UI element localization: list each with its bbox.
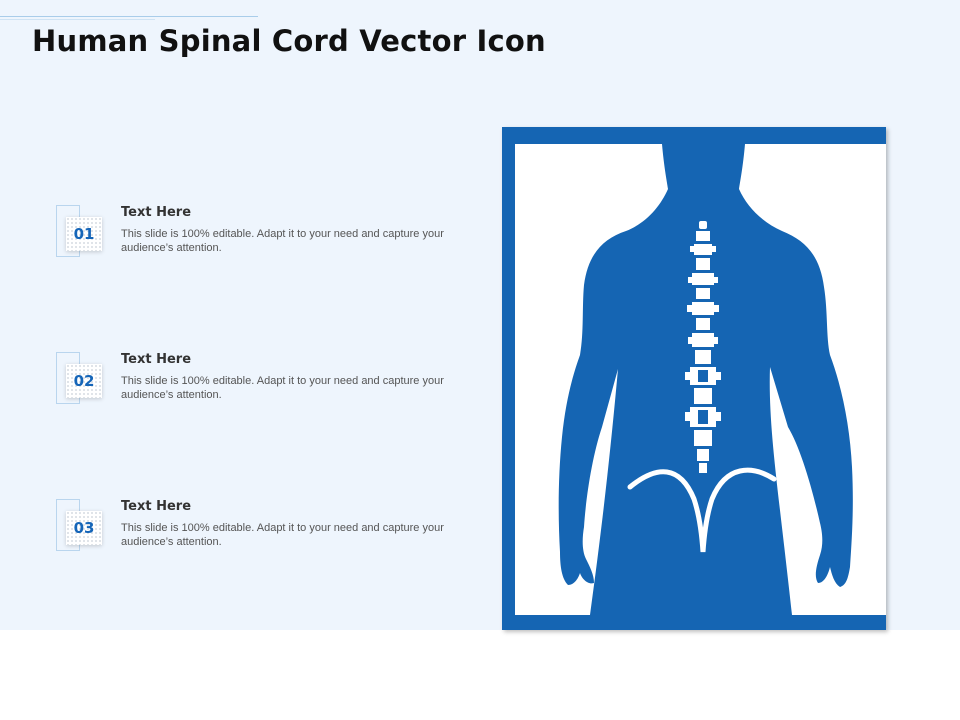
- number-badge: 03: [66, 511, 102, 545]
- item-description: This slide is 100% editable. Adapt it to…: [121, 228, 444, 254]
- spine-illustration: [515, 144, 886, 615]
- decorative-line: [0, 16, 258, 17]
- list-item-3: 03 Text Here This slide is 100% editable…: [56, 499, 496, 569]
- item-title: Text Here: [121, 499, 192, 514]
- human-back-spine-icon: [502, 127, 886, 630]
- spine-vertebrae: [685, 221, 721, 473]
- list-item-1: 01 Text Here This slide is 100% editable…: [56, 205, 496, 275]
- item-title: Text Here: [121, 205, 192, 220]
- item-description: This slide is 100% editable. Adapt it to…: [121, 375, 444, 401]
- item-title: Text Here: [121, 352, 192, 367]
- decorative-line: [0, 19, 155, 20]
- number-badge: 01: [66, 217, 102, 251]
- item-description: This slide is 100% editable. Adapt it to…: [121, 522, 444, 548]
- number-badge: 02: [66, 364, 102, 398]
- page-title: Human Spinal Cord Vector Icon: [32, 24, 546, 58]
- list-item-2: 02 Text Here This slide is 100% editable…: [56, 352, 496, 422]
